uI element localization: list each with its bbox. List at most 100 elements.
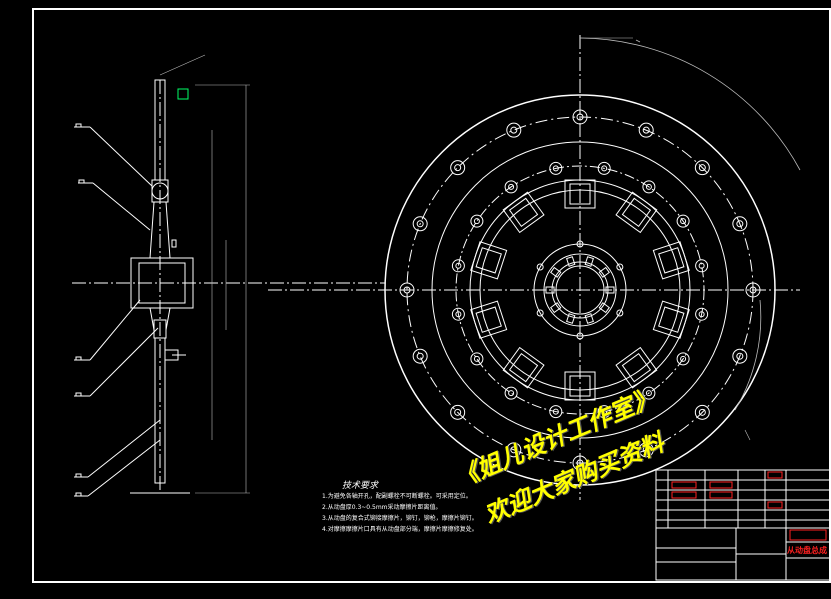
spring-window (470, 300, 508, 339)
hub-spline (598, 302, 610, 314)
hub-spline-slot (566, 313, 576, 324)
hub-splines (536, 240, 624, 340)
rivet-hole-center (455, 262, 462, 269)
disc-front-view (268, 35, 801, 500)
spring-window-inner (508, 352, 539, 383)
hub-hole (536, 309, 544, 317)
spring-window-inner (508, 197, 539, 228)
rivet-hole-center (680, 218, 687, 225)
hub-spline (566, 256, 576, 267)
rivet-hole-center (698, 262, 705, 269)
hub-spline-slot (550, 266, 562, 278)
hub-spline-slot (550, 302, 562, 314)
rivet-hole (695, 259, 709, 273)
hub-spline-slot (584, 256, 594, 267)
rivet-hole-center (416, 352, 424, 360)
spring-window-outer (564, 371, 596, 401)
hub-spline (566, 313, 576, 324)
technical-requirement-line: 2.从动盘厚0.3~0.5mm采动摩擦片距离值。 (322, 504, 442, 511)
rivet-hole-center (698, 408, 706, 416)
rivet-hole (694, 404, 710, 420)
rivet-hole (638, 442, 654, 458)
rivet-hole (504, 180, 518, 194)
rivet-hole-center (416, 220, 424, 228)
rivet-hole (572, 109, 588, 125)
rivet-hole-center (698, 164, 706, 172)
hub-spline (545, 286, 555, 294)
spring-window-inner (658, 247, 685, 274)
hub-spline-slot (584, 313, 594, 324)
spring-window-inner (569, 375, 591, 397)
spring-window-outer (652, 300, 690, 339)
rivet-hole-center (454, 164, 462, 172)
rivet-hole (676, 214, 690, 228)
hub-hole (616, 263, 624, 271)
drawing-frame (32, 8, 831, 583)
title-block (655, 469, 831, 581)
spring-window (564, 179, 596, 209)
hub-spline (550, 266, 562, 278)
rivet-hole (470, 214, 484, 228)
rivet-hole (399, 282, 415, 298)
spring-window (470, 241, 508, 280)
rivet-hole-center (749, 286, 757, 294)
rivet-hole-center (473, 355, 480, 362)
rivet-hole-center (552, 165, 559, 172)
rivet-hole (745, 282, 761, 298)
rivet-hole (412, 216, 428, 232)
rivet-hole-center (576, 113, 584, 121)
rivet-hole-center (642, 126, 650, 134)
rivet-hole (506, 442, 522, 458)
hub-spline (550, 302, 562, 314)
rivet-hole-center (736, 352, 744, 360)
rivet-hole-center (576, 459, 584, 467)
drawing-name: 从动盘总成 (787, 546, 827, 555)
rivet-hole (549, 405, 563, 419)
rivet-hole-center (645, 390, 652, 397)
technical-requirements-title: 技术要求 (342, 481, 379, 491)
technical-requirement-line: 3.从动盘的复合式铆接摩擦片，铆钉，铆枪，摩擦片铆钉。 (322, 515, 478, 522)
rivet-hole-center (642, 446, 650, 454)
spring-window-outer (470, 300, 508, 339)
spring-window (502, 346, 545, 389)
rivet-hole (506, 122, 522, 138)
rivet-hole-center (508, 390, 515, 397)
hub-hole (576, 240, 584, 248)
rivet-hole (597, 405, 611, 419)
rivet-hole (642, 386, 656, 400)
rivet-hole (732, 216, 748, 232)
rivet-hole-center (552, 408, 559, 415)
spring-window (652, 241, 690, 280)
rivet-hole (451, 259, 465, 273)
rivet-hole (450, 160, 466, 176)
hub-spline-slot (545, 286, 555, 294)
hub-spline-slot (605, 286, 615, 294)
rivet-hole (450, 404, 466, 420)
spring-window-outer (564, 179, 596, 209)
spring-window-outer (502, 191, 545, 234)
spring-window-outer (615, 346, 658, 389)
hub-spline (584, 313, 594, 324)
spring-window-inner (475, 306, 502, 333)
rivet-hole-center (601, 165, 608, 172)
hub-spline-slot (598, 302, 610, 314)
rivet-hole (549, 161, 563, 175)
rivet-hole (676, 352, 690, 366)
spring-window (652, 300, 690, 339)
hub-hole (616, 309, 624, 317)
rivet-hole-center (454, 408, 462, 416)
rivet-holes-outer (399, 109, 761, 471)
hub-hole (576, 332, 584, 340)
rivet-hole (732, 348, 748, 364)
rivet-hole (451, 307, 465, 321)
hub-spline (605, 286, 615, 294)
rivet-hole-center (473, 218, 480, 225)
spring-window-inner (621, 352, 652, 383)
damper-spring-windows (470, 179, 690, 401)
technical-requirement-line: 4.对摩擦摩擦片口具有从动盘部分端，摩擦片摩擦修复处。 (322, 526, 478, 533)
rivet-hole-center (601, 408, 608, 415)
rivet-hole-center (455, 311, 462, 318)
rivet-hole (642, 180, 656, 194)
rivet-hole-center (508, 183, 515, 190)
